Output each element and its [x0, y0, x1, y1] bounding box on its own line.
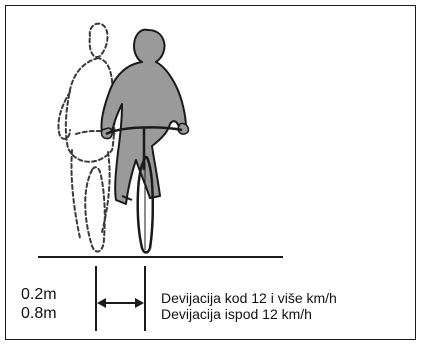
deviation-arrow-icon	[97, 298, 144, 308]
distance-label-fast: 0.2m	[21, 287, 57, 303]
deviation-text-fast: Devijacija kod 12 i više km/h	[161, 290, 337, 306]
solid-cyclist-icon	[101, 30, 188, 253]
distance-label-slow: 0.8m	[21, 306, 57, 322]
deviation-text-slow: Devijacija ispod 12 km/h	[161, 306, 312, 322]
ghost-cyclist-icon	[58, 24, 122, 252]
